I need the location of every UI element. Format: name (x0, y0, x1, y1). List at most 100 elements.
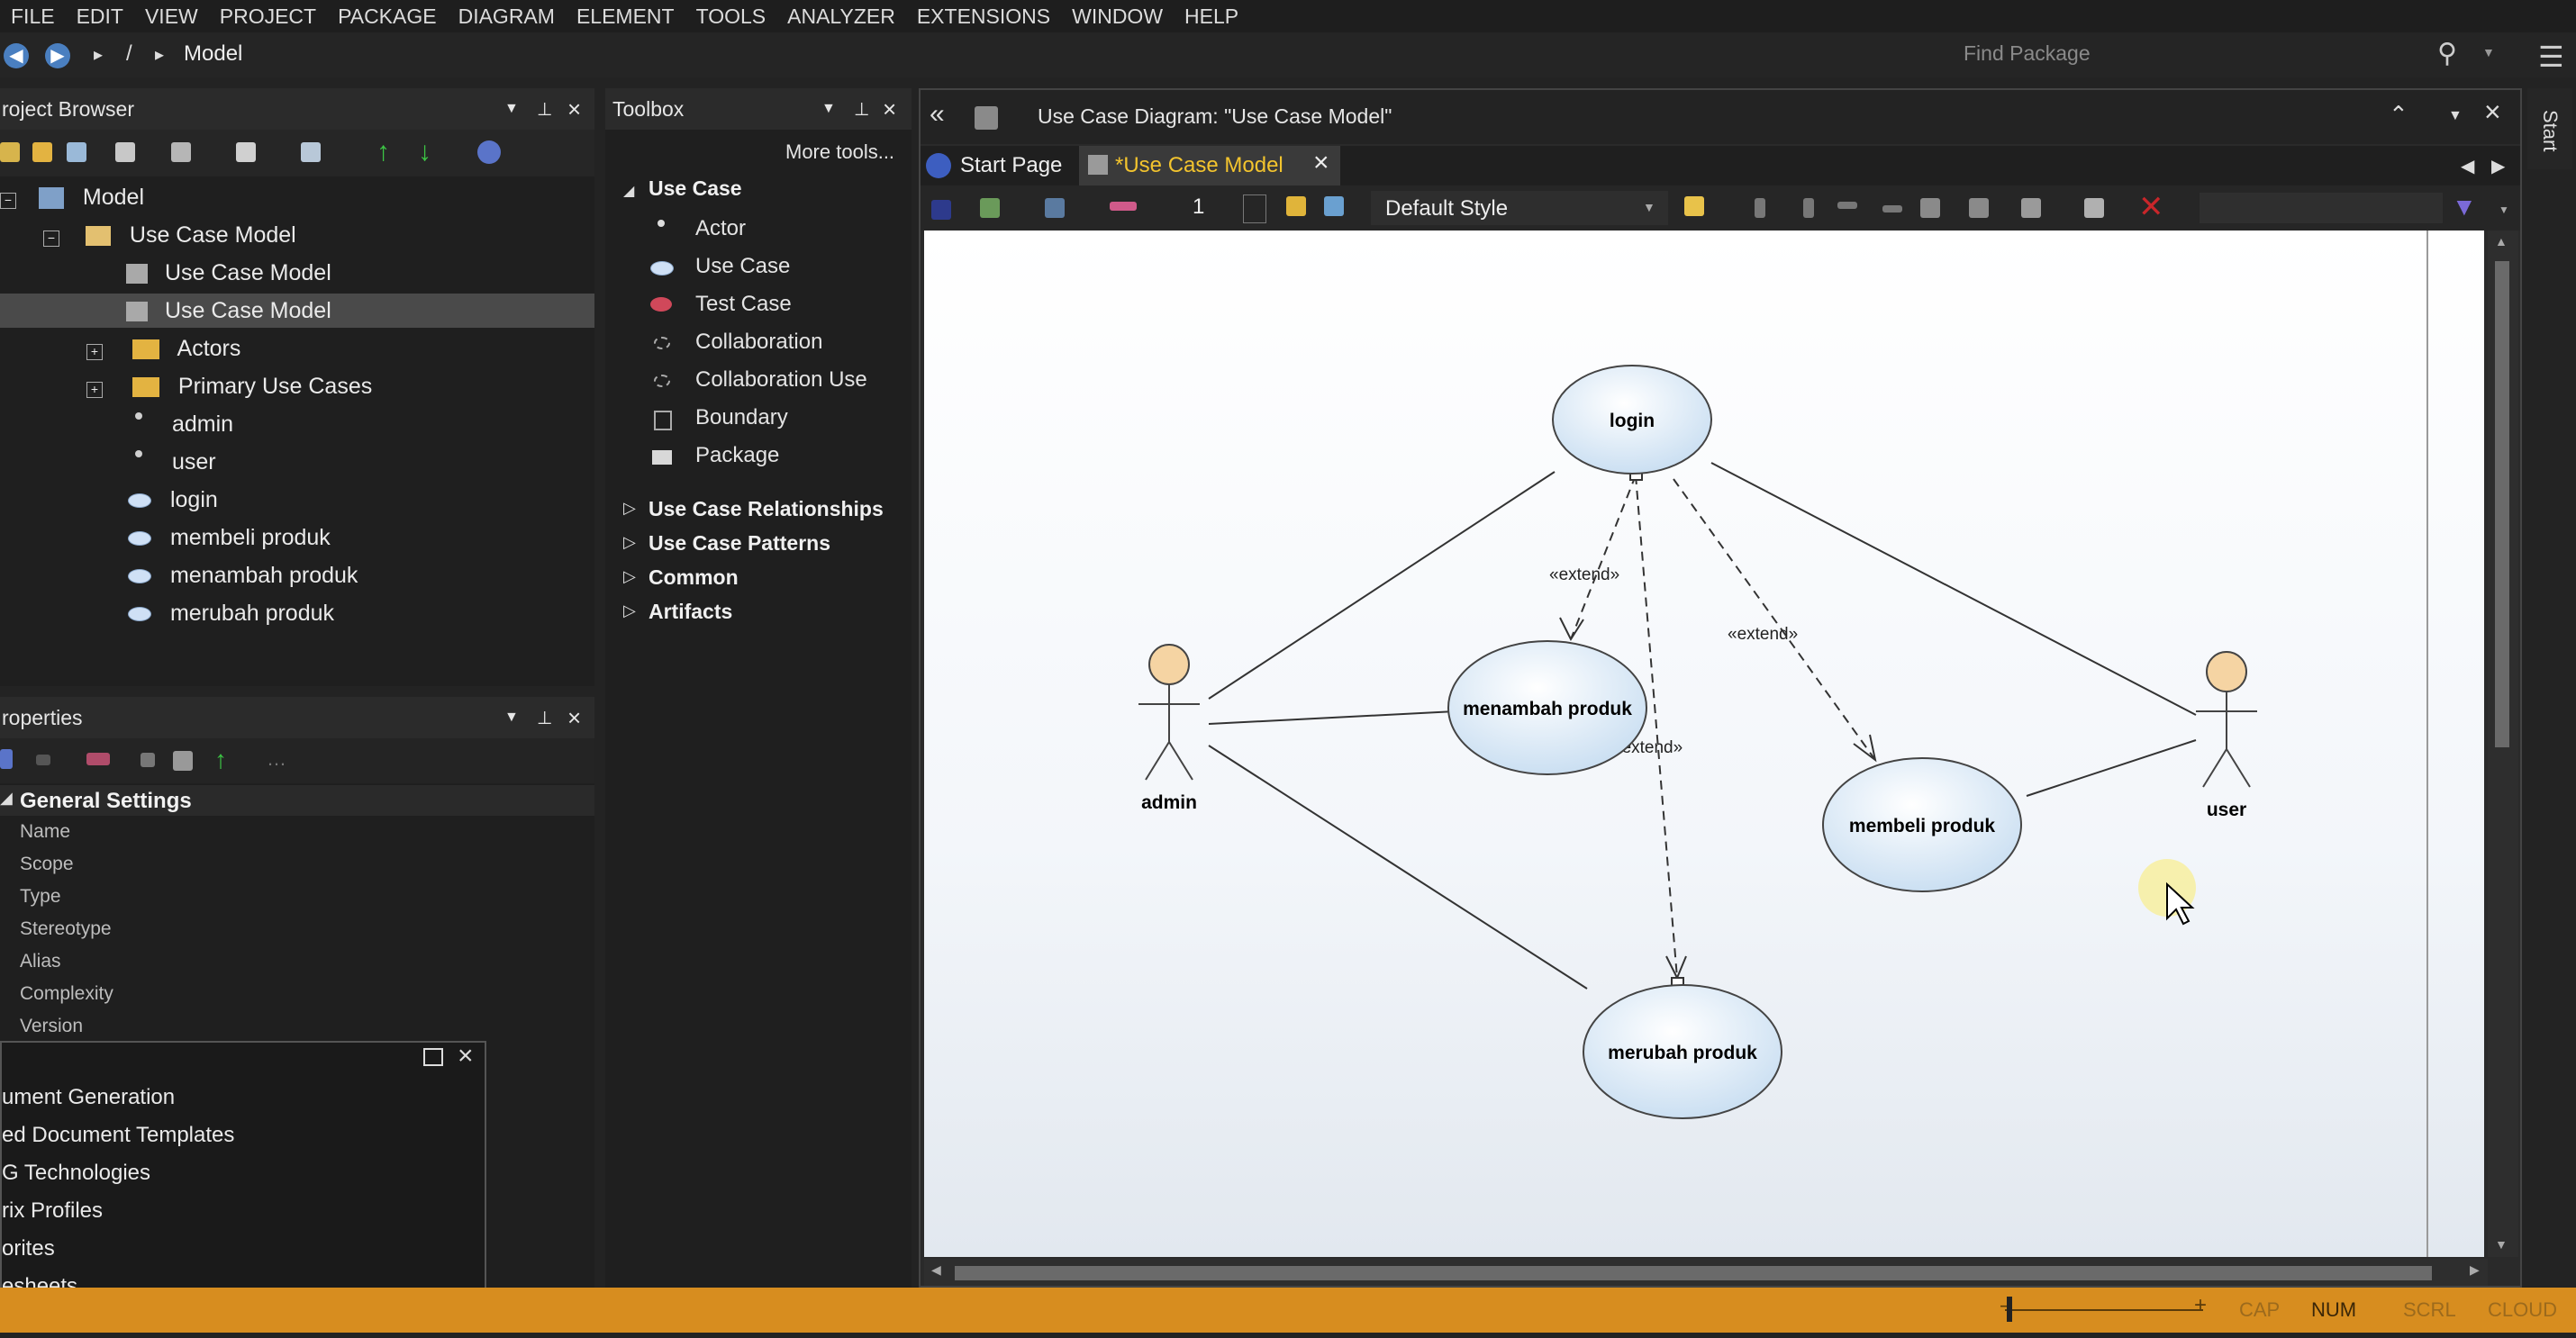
scroll-left-icon[interactable]: ◀ (931, 1262, 941, 1277)
line-color-icon[interactable] (980, 198, 1000, 218)
tree-item-user[interactable]: user (135, 445, 216, 479)
panel-menu-icon[interactable]: ▼ (504, 101, 519, 116)
document-icon[interactable] (236, 142, 256, 162)
close-icon[interactable]: × (567, 703, 582, 731)
horizontal-scrollbar[interactable]: ◀ ▶ (924, 1259, 2488, 1286)
toolbox-item-package[interactable]: Package (695, 443, 780, 467)
layout-options-icon[interactable] (2021, 198, 2041, 218)
association-admin-merubah[interactable] (1208, 745, 1588, 990)
resource-matrix-profiles[interactable]: rix Profiles (2, 1198, 104, 1223)
tab-use-case-model-active[interactable]: *Use Case Model × (1079, 146, 1340, 185)
toolbox-category-common[interactable]: Common (649, 565, 739, 589)
open-folder-icon[interactable] (32, 142, 52, 162)
panel-menu-icon[interactable]: ▼ (504, 710, 519, 725)
menu-edit[interactable]: EDIT (76, 4, 123, 28)
menu-help[interactable]: HELP (1184, 4, 1239, 28)
pin-icon[interactable]: ⊥ (854, 99, 870, 120)
more-tools-button[interactable]: More tools... (785, 140, 895, 163)
prop-type[interactable]: Type (20, 886, 61, 907)
extend-membeli-login[interactable] (1673, 478, 1876, 761)
delete-red-x-icon[interactable]: ✕ (2138, 190, 2164, 224)
panel-menu-icon[interactable]: ▼ (2448, 108, 2463, 123)
toolbox-item-test-case[interactable]: Test Case (695, 292, 792, 316)
close-icon[interactable]: × (567, 95, 582, 122)
expand-icon[interactable]: + (86, 344, 103, 360)
line-width-spinner[interactable] (1243, 194, 1266, 223)
prop-alias[interactable]: Alias (20, 951, 61, 972)
same-size-icon[interactable] (1920, 198, 1940, 218)
association-user-membeli[interactable] (2026, 739, 2197, 797)
search-icon[interactable]: ⚲ (2437, 39, 2457, 68)
collapse-arrow-icon[interactable]: ◢ (623, 184, 635, 199)
line-width-value[interactable]: 1 (1193, 194, 1205, 219)
maximize-icon[interactable] (423, 1048, 443, 1066)
toolbox-item-actor[interactable]: Actor (695, 216, 747, 240)
hamburger-menu-icon[interactable]: ☰ (2538, 41, 2564, 73)
menu-project[interactable]: PROJECT (219, 4, 317, 28)
diagram-search-field[interactable] (2200, 193, 2443, 223)
menu-tools[interactable]: TOOLS (695, 4, 766, 28)
scrollbar-thumb[interactable] (2495, 261, 2509, 747)
align-middle-icon[interactable] (1837, 202, 1857, 209)
expand-arrow-icon[interactable]: ▷ (623, 567, 636, 585)
line-style-icon[interactable] (1110, 202, 1137, 211)
sort-icon[interactable] (36, 755, 50, 765)
add-connector-icon[interactable] (171, 142, 191, 162)
menu-element[interactable]: ELEMENT (576, 4, 675, 28)
association-admin-login[interactable] (1208, 471, 1556, 700)
new-diagram-icon[interactable] (67, 142, 86, 162)
save-image-icon[interactable] (2084, 198, 2104, 218)
use-case-menambah-produk[interactable]: menambah produk (1447, 640, 1647, 775)
collapse-panels-icon[interactable]: « (930, 99, 945, 129)
expand-arrow-icon[interactable]: ▷ (623, 533, 636, 551)
resource-document-generation[interactable]: ument Generation (2, 1085, 176, 1109)
apply-style-icon[interactable] (1684, 196, 1704, 216)
breadcrumb-arrow-icon[interactable]: ▸ (94, 45, 104, 65)
categorized-icon[interactable] (0, 749, 13, 769)
tree-item-primary-use-cases[interactable]: + Primary Use Cases (86, 369, 372, 403)
prop-scope[interactable]: Scope (20, 854, 74, 874)
scroll-down-icon[interactable]: ▼ (2495, 1237, 2508, 1252)
breadcrumb-root[interactable]: / (126, 41, 132, 66)
find-package-input[interactable]: Find Package (1964, 41, 2091, 65)
close-icon[interactable]: × (458, 1041, 474, 1071)
general-settings-group[interactable]: ◢ General Settings (0, 785, 594, 816)
breadcrumb-arrow-icon[interactable]: ▸ (155, 45, 165, 65)
forward-icon[interactable]: ▶ (45, 43, 70, 68)
menu-analyzer[interactable]: ANALYZER (787, 4, 895, 28)
resource-favorites[interactable]: orites (2, 1236, 55, 1261)
toolbox-category-patterns[interactable]: Use Case Patterns (649, 531, 830, 555)
toolbox-item-collaboration-use[interactable]: Collaboration Use (695, 367, 867, 392)
filter-icon[interactable]: ▼ (2452, 193, 2477, 221)
new-package-icon[interactable] (0, 142, 20, 162)
toolbox-item-boundary[interactable]: Boundary (695, 405, 788, 429)
fill-color-icon[interactable] (931, 200, 951, 220)
extend-merubah-login[interactable] (1635, 475, 1678, 979)
tab-start-page[interactable]: Start Page (924, 148, 1077, 184)
up-arrow-icon[interactable]: ↑ (214, 746, 227, 773)
vertical-scrollbar[interactable]: ▲ ▼ (2488, 231, 2518, 1257)
scroll-tabs-right-icon[interactable]: ▶ (2491, 157, 2506, 176)
resource-linked-document-templates[interactable]: ed Document Templates (2, 1123, 235, 1147)
edit-icon[interactable] (141, 753, 155, 767)
menu-package[interactable]: PACKAGE (338, 4, 437, 28)
move-up-icon[interactable]: ↑ (376, 137, 390, 167)
use-case-login[interactable]: login (1552, 365, 1712, 475)
scroll-up-icon[interactable]: ▲ (2495, 234, 2508, 249)
new-element-icon[interactable] (115, 142, 135, 162)
tree-item-menambah-produk[interactable]: menambah produk (128, 558, 358, 592)
use-case-membeli-produk[interactable]: membeli produk (1822, 757, 2022, 892)
pin-icon[interactable]: ⊥ (537, 708, 553, 728)
toolbox-item-use-case[interactable]: Use Case (695, 254, 791, 278)
report-icon[interactable] (301, 142, 321, 162)
tree-item-use-case-diagram-2-selected[interactable]: Use Case Model (0, 294, 594, 328)
menu-window[interactable]: WINDOW (1072, 4, 1164, 28)
tree-item-admin[interactable]: admin (135, 407, 233, 441)
menu-diagram[interactable]: DIAGRAM (458, 4, 555, 28)
panel-menu-icon[interactable]: ▼ (821, 101, 836, 116)
maximize-up-icon[interactable]: ⌃ (2389, 101, 2408, 128)
scrollbar-thumb[interactable] (955, 1266, 2432, 1280)
expand-arrow-icon[interactable]: ▷ (623, 601, 636, 619)
scroll-right-icon[interactable]: ▶ (2470, 1262, 2480, 1277)
zoom-in-icon[interactable]: + (2194, 1293, 2208, 1317)
